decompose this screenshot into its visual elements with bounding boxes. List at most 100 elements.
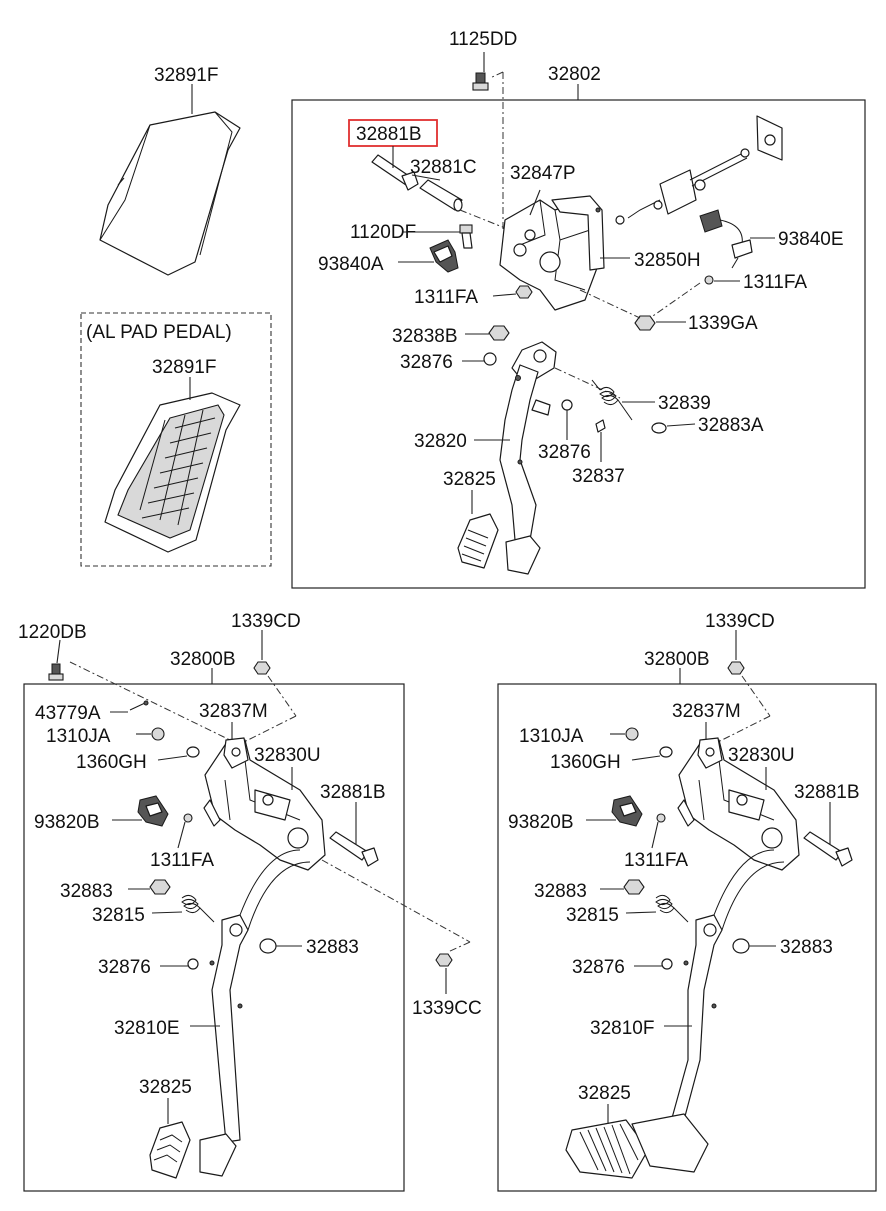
washer-32883-right-2 <box>732 938 750 954</box>
label-32802: 32802 <box>548 64 601 85</box>
label-32876-right: 32876 <box>572 957 625 978</box>
label-32815-left: 32815 <box>92 905 145 926</box>
pedal-bracket-32850H <box>499 195 605 311</box>
spring-32815-left <box>181 894 215 923</box>
return-spring-32839 <box>591 379 633 421</box>
label-1120DF: 1120DF <box>350 222 416 243</box>
label-32837M-left: 32837M <box>199 701 268 722</box>
label-1360GH-right: 1360GH <box>550 752 621 773</box>
right-assembly-frame <box>497 683 877 1192</box>
label-32800B-right: 32800B <box>644 649 710 670</box>
nut-1339CC <box>435 953 453 967</box>
label-32837: 32837 <box>572 466 625 487</box>
pedal-arm-32810F <box>671 849 785 1121</box>
nut-1311FA-left <box>183 813 193 823</box>
bushing-32876-a <box>483 352 497 366</box>
label-43779A: 43779A <box>35 703 101 724</box>
label-32825-right: 32825 <box>578 1083 631 1104</box>
label-1311FA-left: 1311FA <box>150 850 214 871</box>
bolt-1120DF <box>459 224 473 249</box>
label-1125DD: 1125DD <box>449 29 517 50</box>
label-32839: 32839 <box>658 393 711 414</box>
nut-32838B <box>488 325 510 341</box>
label-93840A: 93840A <box>318 254 384 275</box>
label-32876-a: 32876 <box>400 352 453 373</box>
al-pad-pedal-frame <box>80 312 272 567</box>
pedal-pad-cover-32891F <box>99 111 241 276</box>
label-32800B-left: 32800B <box>170 649 236 670</box>
label-32891F-al: 32891F <box>152 357 216 378</box>
nut-1339CD-left <box>253 661 271 675</box>
bolt-1125DD <box>472 72 489 91</box>
nut-1311FA-center <box>515 285 533 299</box>
pin-32881B-left <box>329 831 379 867</box>
brake-pedal-arm-32820 <box>499 341 557 541</box>
pedal-pad-32825-left <box>149 1121 237 1179</box>
pedal-bracket-32830U-left <box>203 737 326 871</box>
label-32883A: 32883A <box>698 415 764 436</box>
label-32876-b: 32876 <box>538 442 591 463</box>
sensor-93820B-right <box>611 795 643 827</box>
sensor-93820B-left <box>137 795 169 827</box>
bushing-32876-b <box>561 399 573 411</box>
nut-1311FA-right-assy <box>656 813 666 823</box>
label-32881B-highlighted: 32881B <box>356 124 422 145</box>
nut-32883-right-1 <box>623 879 645 895</box>
label-93840E: 93840E <box>778 229 844 250</box>
label-32820: 32820 <box>414 431 467 452</box>
label-32883-left-1: 32883 <box>60 881 113 902</box>
label-32810F: 32810F <box>590 1018 654 1039</box>
label-93820B-left: 93820B <box>34 812 100 833</box>
label-32876-left: 32876 <box>98 957 151 978</box>
label-1339CD-right: 1339CD <box>705 611 775 632</box>
bolt-1220DB <box>48 663 64 681</box>
label-1339CD-left: 1339CD <box>231 611 301 632</box>
top-assembly-frame <box>291 99 866 589</box>
clip-43779A <box>129 700 149 711</box>
label-32825-top: 32825 <box>443 469 496 490</box>
washer-1360GH-left <box>186 746 200 758</box>
left-assembly-frame <box>23 683 405 1192</box>
pin-32881B-right <box>803 831 853 867</box>
nut-1310JA-right <box>625 727 639 741</box>
label-32815-right: 32815 <box>566 905 619 926</box>
label-1310JA-left: 1310JA <box>46 726 111 747</box>
clip-32837 <box>595 419 606 433</box>
label-32830U-right: 32830U <box>728 745 795 766</box>
nut-1310JA-left <box>151 727 165 741</box>
pedal-pad-32825-right <box>565 1113 709 1179</box>
label-1311FA-center: 1311FA <box>414 287 478 308</box>
washer-1360GH-right <box>659 746 673 758</box>
label-al-pad-pedal: (AL PAD PEDAL) <box>86 322 232 343</box>
bushing-32876-left <box>187 958 199 970</box>
nut-1339CD-right <box>727 661 745 675</box>
bushing-32876-right <box>661 958 673 970</box>
label-1220DB: 1220DB <box>18 622 87 643</box>
pedal-arm-32810E <box>209 849 311 1143</box>
label-1339CC: 1339CC <box>412 998 482 1019</box>
washer-32883-left-2 <box>259 938 277 954</box>
label-1311FA-right-assy: 1311FA <box>624 850 688 871</box>
label-32850H: 32850H <box>634 250 701 271</box>
label-32883-left-2: 32883 <box>306 937 359 958</box>
spring-32815-right <box>655 894 689 923</box>
label-32837M-right: 32837M <box>672 701 741 722</box>
switch-shaft-assembly <box>595 115 783 225</box>
pin-32881B <box>371 154 419 191</box>
label-32810E: 32810E <box>114 1018 180 1039</box>
label-93820B-right: 93820B <box>508 812 574 833</box>
nut-1339GA <box>634 315 656 331</box>
label-1339GA: 1339GA <box>688 313 758 334</box>
label-32881B-right: 32881B <box>794 782 860 803</box>
label-32838B: 32838B <box>392 326 458 347</box>
label-32883-right-1: 32883 <box>534 881 587 902</box>
label-32830U-left: 32830U <box>254 745 321 766</box>
label-32891F-top: 32891F <box>154 65 218 86</box>
label-1311FA-right: 1311FA <box>743 272 807 293</box>
label-32883-right-2: 32883 <box>780 937 833 958</box>
label-1310JA-right: 1310JA <box>519 726 584 747</box>
pedal-pad-32825-top <box>457 513 541 575</box>
label-32847P: 32847P <box>510 163 576 184</box>
sensor-93840E <box>699 209 753 269</box>
